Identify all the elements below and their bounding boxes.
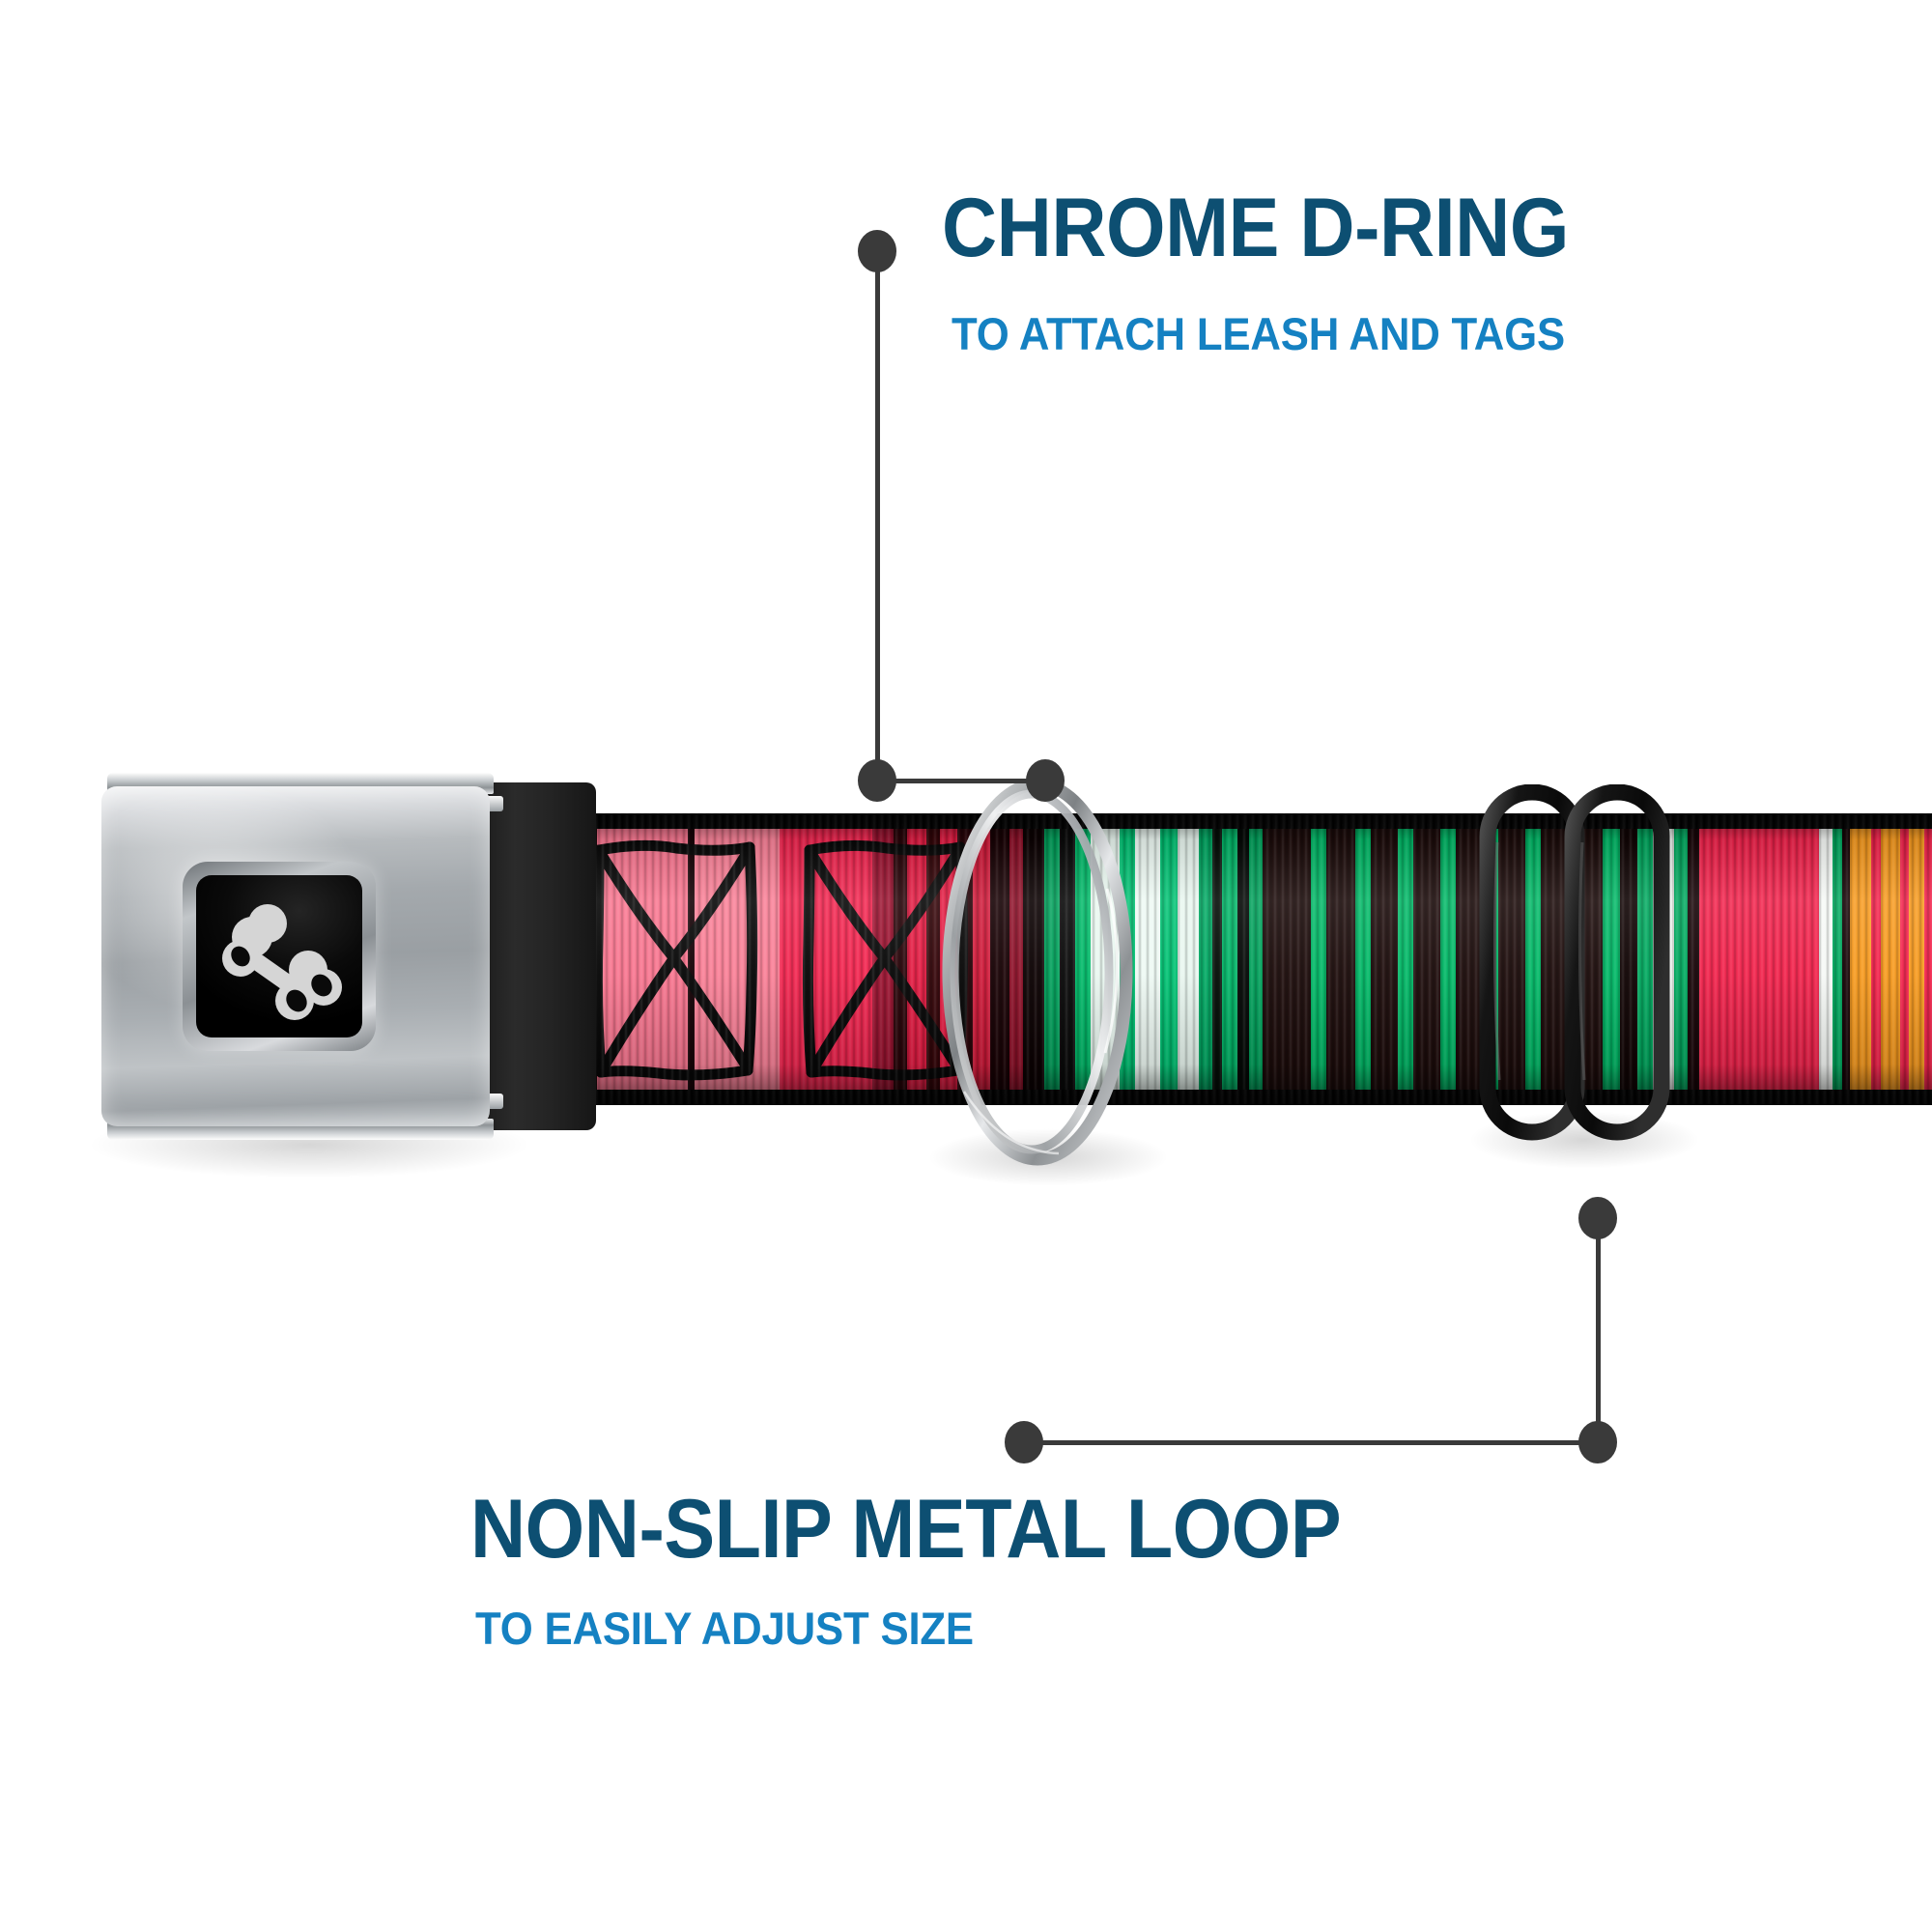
callout-title-non-slip-metal-loop: NON-SLIP METAL LOOP bbox=[470, 1483, 1342, 1576]
strap-stripe bbox=[1440, 813, 1456, 1105]
strap-stripe bbox=[1091, 813, 1120, 1105]
strap-stripe bbox=[1222, 813, 1237, 1105]
strap-stripe bbox=[1566, 813, 1581, 1105]
strap-stripe bbox=[990, 813, 1009, 1105]
strap-stripe bbox=[894, 813, 907, 1105]
strap-stripe bbox=[1249, 813, 1263, 1105]
buckle-bezel bbox=[183, 862, 376, 1051]
strap-stripe bbox=[1398, 813, 1413, 1105]
strap-stripe bbox=[1178, 813, 1199, 1105]
strap-stripe bbox=[1355, 813, 1371, 1105]
strap-stripe bbox=[1881, 813, 1900, 1105]
strap-stripe bbox=[1850, 813, 1871, 1105]
strap-stripe bbox=[1699, 813, 1765, 1105]
strap-stripe bbox=[1075, 813, 1091, 1105]
strap-stripe bbox=[1060, 813, 1075, 1105]
strap-stripe bbox=[1237, 813, 1249, 1105]
strap-bottom-edge bbox=[475, 1090, 1932, 1105]
strap-stripe bbox=[1871, 813, 1881, 1105]
strap-stripe bbox=[1371, 813, 1398, 1105]
strap-stripe bbox=[1498, 813, 1525, 1105]
callout-subtitle-chrome-d-ring: TO ATTACH LEASH AND TAGS bbox=[952, 308, 1565, 359]
strap-stripe bbox=[1637, 813, 1653, 1105]
strap-stripe-pattern bbox=[475, 813, 1932, 1105]
strap-stripe bbox=[1413, 813, 1440, 1105]
buckle-chrome-body bbox=[101, 786, 490, 1126]
strap-stripe bbox=[940, 813, 957, 1105]
strap-stripe bbox=[688, 813, 695, 1105]
buckle-black-plate bbox=[196, 875, 362, 1037]
strap-stripe bbox=[1044, 813, 1060, 1105]
dog-bone-icon bbox=[222, 904, 342, 1020]
d-ring-shadow bbox=[927, 1128, 1169, 1186]
strap-stripe bbox=[695, 813, 780, 1105]
strap-stripe bbox=[1581, 813, 1603, 1105]
strap-stripe bbox=[1900, 813, 1909, 1105]
leader-line-loop-horizontal bbox=[1024, 1440, 1601, 1445]
strap-stripe bbox=[1456, 813, 1483, 1105]
strap-stripe bbox=[597, 813, 688, 1105]
strap-stripe bbox=[1819, 813, 1833, 1105]
strap-stripe bbox=[1541, 813, 1566, 1105]
strap-stripe bbox=[1135, 813, 1160, 1105]
strap-stripe bbox=[1160, 813, 1178, 1105]
leader-line-d-ring-horizontal bbox=[875, 779, 1049, 783]
strap-stripe bbox=[1833, 813, 1842, 1105]
strap-stripe bbox=[1326, 813, 1355, 1105]
slider-shadow bbox=[1468, 1111, 1700, 1169]
strap-stripe bbox=[957, 813, 973, 1105]
strap-stripe bbox=[1909, 813, 1924, 1105]
strap-stripe bbox=[1674, 813, 1688, 1105]
seatbelt-buckle bbox=[101, 773, 596, 1140]
strap-stripe bbox=[907, 813, 926, 1105]
callout-title-chrome-d-ring: CHROME D-RING bbox=[942, 182, 1569, 274]
strap-stripe bbox=[926, 813, 940, 1105]
strap-stripe bbox=[973, 813, 990, 1105]
strap-stripe bbox=[1023, 813, 1044, 1105]
collar-strap bbox=[475, 813, 1932, 1105]
strap-stripe bbox=[1199, 813, 1212, 1105]
strap-stripe bbox=[1765, 813, 1819, 1105]
strap-stripe bbox=[1483, 813, 1498, 1105]
strap-stripe bbox=[1603, 813, 1620, 1105]
strap-stripe bbox=[872, 813, 894, 1105]
strap-stripe bbox=[1311, 813, 1326, 1105]
strap-stripe bbox=[1842, 813, 1850, 1105]
leader-line-d-ring-vertical bbox=[875, 253, 880, 780]
strap-stripe bbox=[1263, 813, 1311, 1105]
leader-dot-d-ring-target bbox=[1026, 759, 1065, 802]
strap-stripe bbox=[1120, 813, 1135, 1105]
buckle-strap-tab bbox=[480, 782, 596, 1130]
leader-dot-loop-title bbox=[1005, 1421, 1043, 1463]
strap-stripe bbox=[1009, 813, 1023, 1105]
strap-top-edge bbox=[475, 813, 1932, 829]
strap-stripe bbox=[1924, 813, 1932, 1105]
strap-stripe bbox=[1525, 813, 1541, 1105]
callout-subtitle-non-slip-metal-loop: TO EASILY ADJUST SIZE bbox=[475, 1603, 974, 1654]
strap-stripe bbox=[1620, 813, 1637, 1105]
strap-stripe bbox=[1212, 813, 1222, 1105]
leader-line-loop-vertical bbox=[1596, 1219, 1601, 1443]
strap-stripe bbox=[1688, 813, 1699, 1105]
strap-stripe bbox=[1653, 813, 1674, 1105]
strap-stripe bbox=[780, 813, 872, 1105]
